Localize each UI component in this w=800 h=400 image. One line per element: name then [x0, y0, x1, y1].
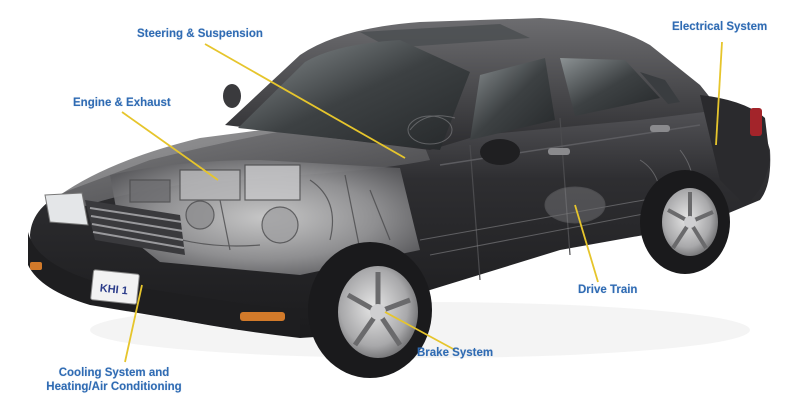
label-cooling-line2: Heating/Air Conditioning [46, 381, 182, 393]
front-wheel [308, 242, 432, 378]
leader-cooling [124, 284, 143, 363]
leader-engine [121, 111, 219, 181]
svg-text:KHI 1: KHI 1 [99, 282, 128, 297]
license-plate: KHI 1 [90, 269, 140, 305]
label-cooling-line1: Cooling System and [58, 367, 170, 379]
leader-brake [384, 311, 456, 351]
leader-drivetrain [574, 204, 599, 283]
leader-lines [121, 41, 723, 363]
rear-wheel [640, 170, 730, 274]
leader-steering [204, 43, 406, 159]
label-electrical-system: Electrical System [672, 21, 768, 33]
label-cooling-heating: Cooling System and Heating/Air Condition… [44, 366, 184, 394]
label-brake-system: Brake System [417, 347, 494, 359]
label-drive-train: Drive Train [578, 284, 638, 296]
front-grille [85, 200, 185, 255]
label-steering-suspension: Steering & Suspension [137, 28, 263, 40]
label-engine-exhaust: Engine & Exhaust [73, 97, 171, 109]
leader-electrical [715, 41, 723, 146]
